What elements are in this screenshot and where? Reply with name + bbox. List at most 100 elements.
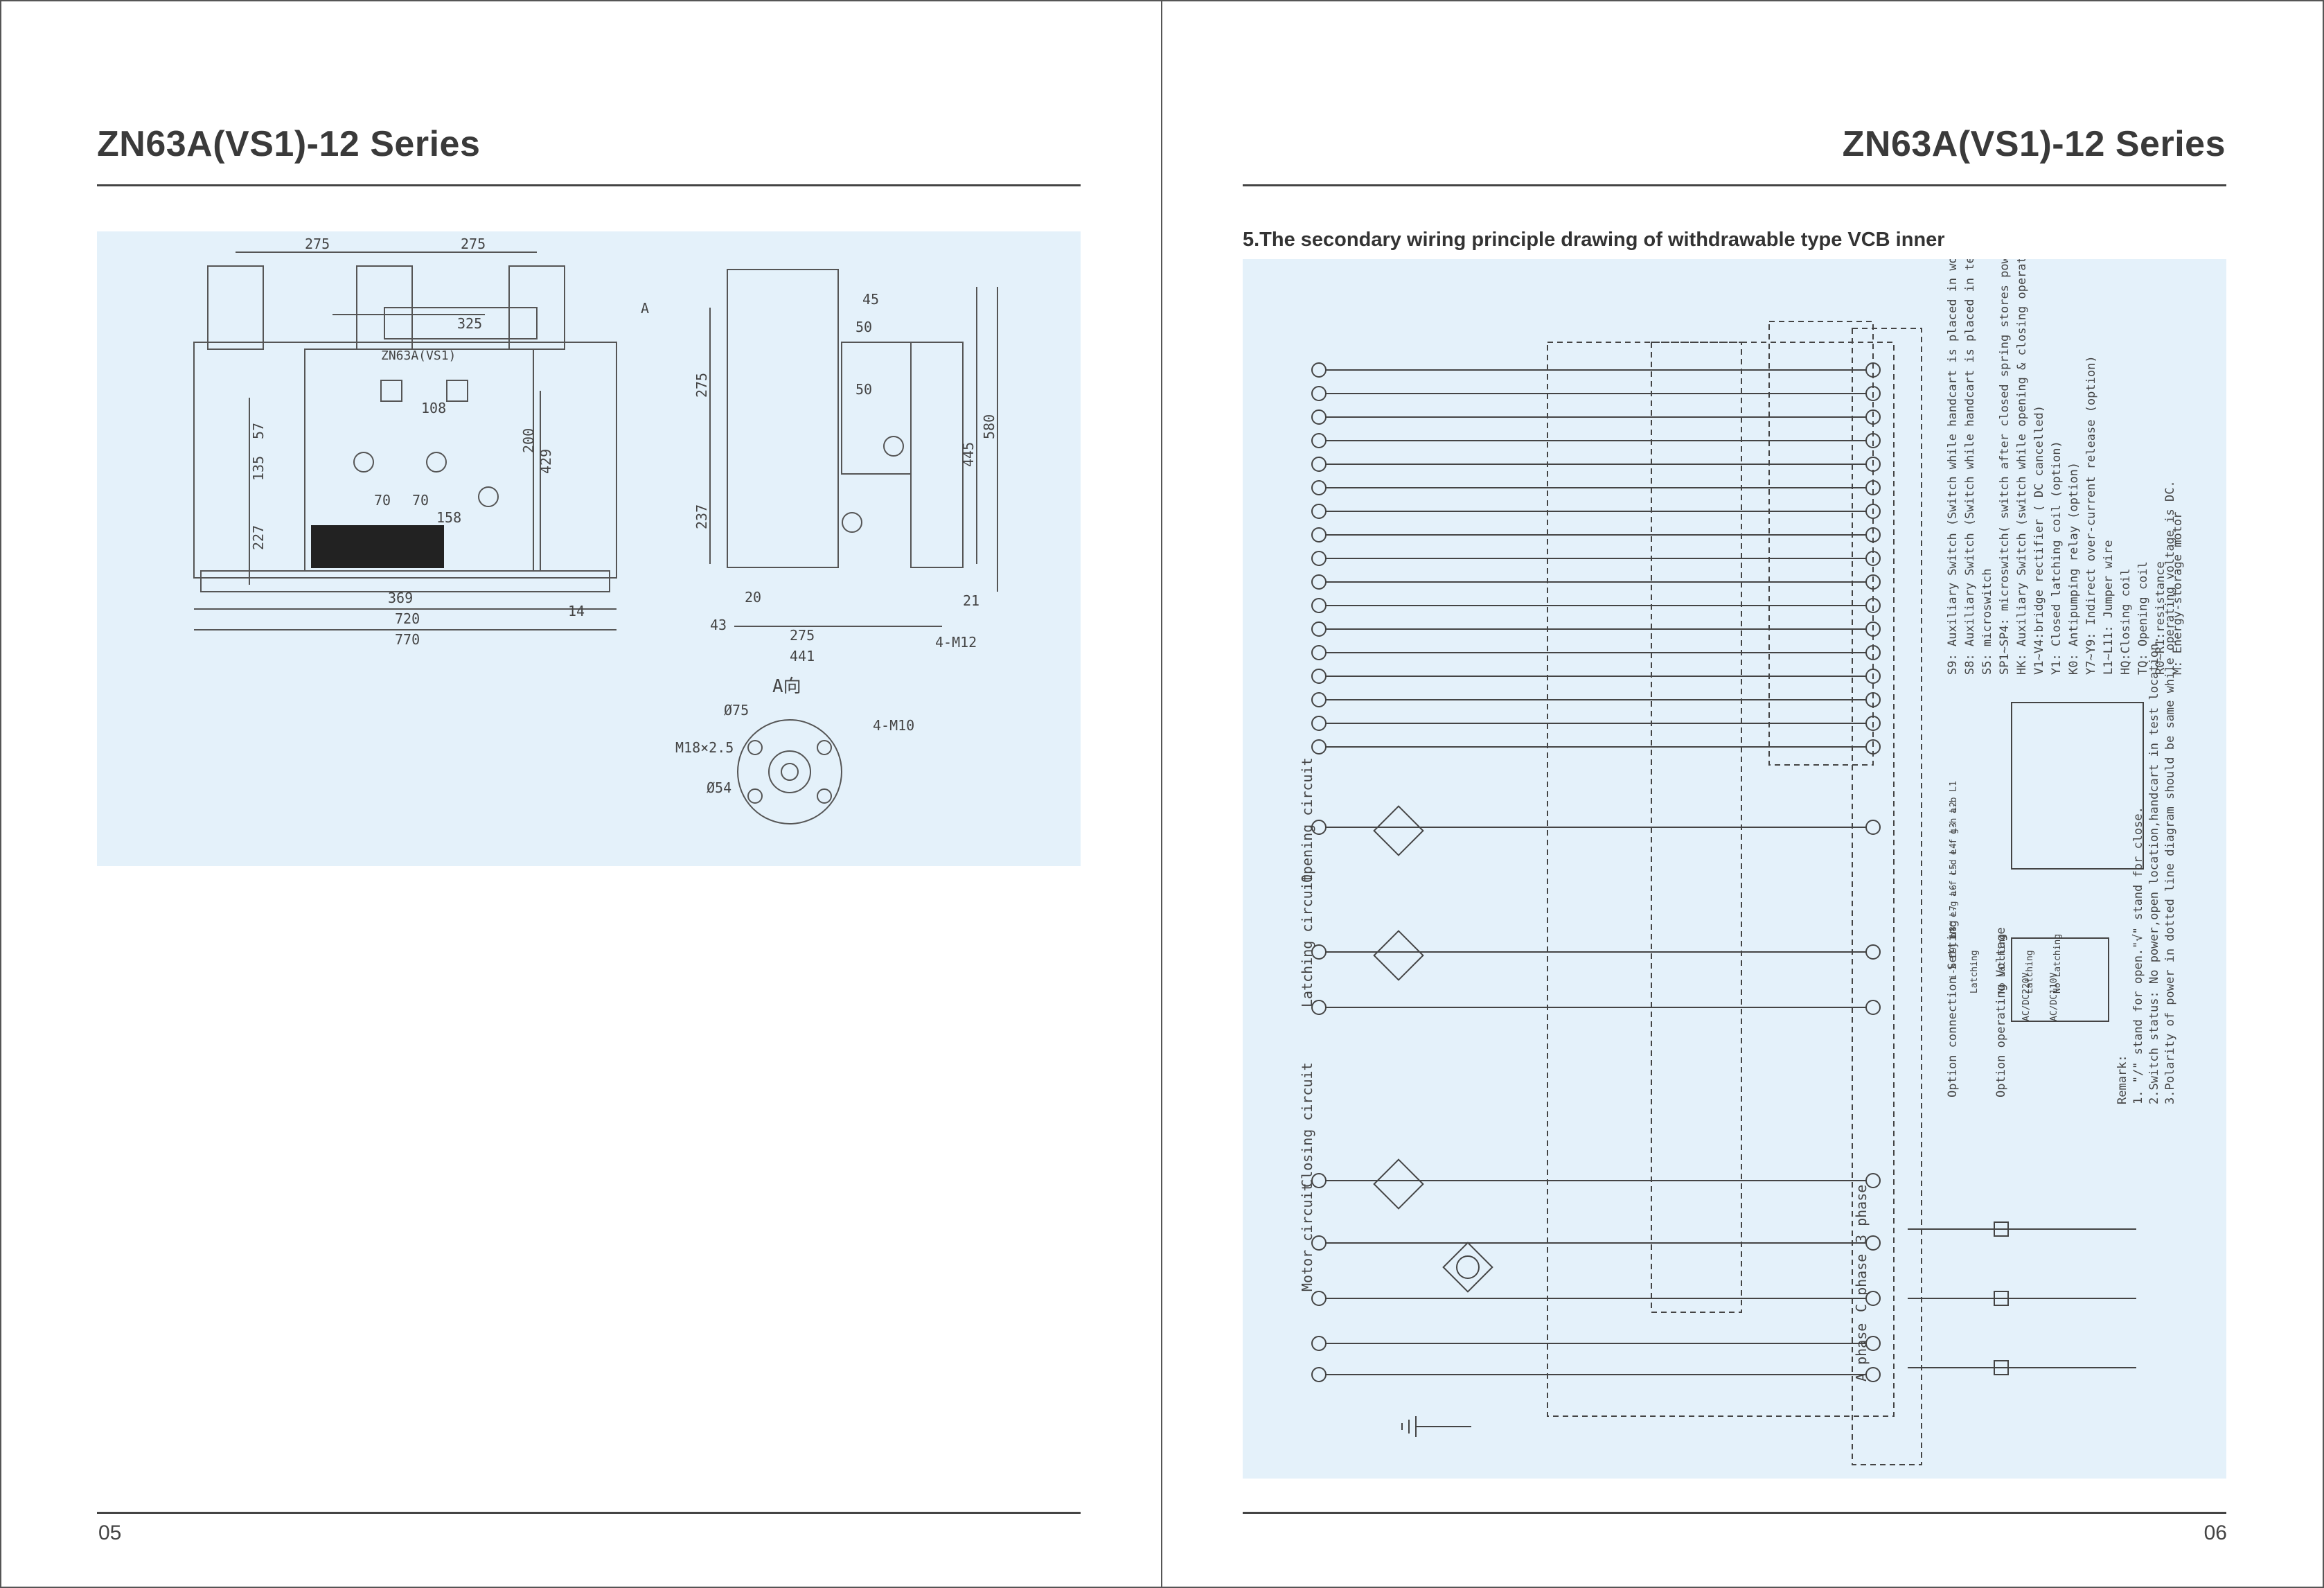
page-title: ZN63A(VS1)-12 Series bbox=[97, 124, 481, 164]
terminal-node bbox=[1311, 739, 1327, 755]
terminal-node bbox=[1311, 1336, 1327, 1351]
terminal-node bbox=[1865, 1291, 1881, 1306]
dim-429: 429 bbox=[538, 449, 554, 474]
terminal-node bbox=[1311, 1000, 1327, 1015]
legend-line: TQ: Opening coil bbox=[2136, 561, 2150, 675]
dimension-drawing-panel: 275 275 325 108 ZN63A(VS1) 70 70 158 369… bbox=[97, 231, 1081, 866]
dim-158: 158 bbox=[436, 509, 461, 526]
dimension-drawing: 275 275 325 108 ZN63A(VS1) 70 70 158 369… bbox=[193, 236, 998, 824]
terminal-node bbox=[1865, 944, 1881, 960]
terminal-node bbox=[1311, 527, 1327, 542]
release-y7 bbox=[1994, 1360, 2009, 1375]
legend-line: HK: Auxiliary Switch (switch while openi… bbox=[2015, 259, 2029, 675]
voltage-row: AC/DC110V bbox=[2049, 972, 2059, 1021]
terminal-node bbox=[1311, 504, 1327, 519]
dim-720: 720 bbox=[395, 610, 420, 627]
connection-columns: a-b L1 g-h L2 e-f L3 c-d L4 a-f L5 e-g L… bbox=[1949, 781, 1959, 980]
dim-45: 45 bbox=[862, 291, 879, 308]
label-closing-circuit: Closing circuit bbox=[1299, 1062, 1315, 1188]
label-latching-circuit: Latching circuit bbox=[1299, 874, 1315, 1007]
terminal-node bbox=[1865, 1000, 1881, 1015]
terminal-node bbox=[1865, 1367, 1881, 1382]
terminal-node bbox=[1865, 1336, 1881, 1351]
dim-275-side: 275 bbox=[790, 627, 815, 644]
terminal-node bbox=[1311, 645, 1327, 660]
terminal-node bbox=[1311, 1173, 1327, 1188]
terminal-node bbox=[1311, 362, 1327, 378]
page-number: 05 bbox=[98, 1521, 122, 1544]
rectifier-v2 bbox=[1373, 1158, 1424, 1210]
connection-column: f-j L8 bbox=[1949, 926, 1959, 959]
legend-line: SP1~SP4: microswitch( switch after close… bbox=[1998, 259, 2012, 675]
footer-rule bbox=[97, 1512, 1081, 1514]
remark-line: 2.Switch status: No power,open location,… bbox=[2147, 636, 2161, 1104]
dotted-frame-s8-s9 bbox=[1768, 321, 1874, 766]
left-page: ZN63A(VS1)-12 Series bbox=[97, 124, 1081, 1544]
terminal-node bbox=[1311, 409, 1327, 425]
dim-200: 200 bbox=[520, 428, 537, 453]
dotted-frame-hk bbox=[1651, 342, 1742, 1313]
voltage-table-title: Option operating Voltage bbox=[1994, 927, 2008, 1097]
release-y9 bbox=[1994, 1221, 2009, 1237]
connection-column: e-g L6 bbox=[1949, 885, 1959, 917]
terminal-node bbox=[1311, 820, 1327, 835]
dotted-frame-plug bbox=[1852, 328, 1922, 1465]
remark-line: Remark: bbox=[2115, 1055, 2129, 1104]
wire-group bbox=[1311, 362, 1881, 1382]
label-3-phase: 3 phase bbox=[1853, 1185, 1870, 1243]
connection-column: a-b L1 bbox=[1949, 781, 1959, 813]
dim-580: 580 bbox=[981, 414, 997, 439]
legend-line: Y7~Y9: Indirect over-current release (op… bbox=[2084, 355, 2098, 675]
dim-57: 57 bbox=[250, 423, 267, 439]
connection-row: Latching bbox=[2025, 950, 2035, 994]
legend-line: S5: microswitch bbox=[1980, 568, 1994, 675]
terminal-node bbox=[1865, 1173, 1881, 1188]
legend-line: K0: Antipumping relay (option) bbox=[2067, 462, 2081, 675]
label-a-phase: A phase bbox=[1853, 1323, 1870, 1382]
dim-phi54: Ø54 bbox=[707, 779, 731, 796]
voltage-table-frame bbox=[2011, 937, 2109, 1022]
terminal-node bbox=[1311, 1235, 1327, 1251]
legend: S9: Auxiliary Switch (Switch while handc… bbox=[1946, 171, 2185, 675]
wiring-diagram-panel: Opening circuit Latching circuit Closing… bbox=[1243, 171, 2226, 1479]
dim-70a: 70 bbox=[374, 492, 391, 509]
dim-275b: 275 bbox=[461, 236, 486, 252]
terminal-node bbox=[1311, 1367, 1327, 1382]
remark-line: 1. "/" stand for open."√" stand for clos… bbox=[2131, 806, 2145, 1104]
terminal-node bbox=[1311, 716, 1327, 731]
dim-14: 14 bbox=[568, 603, 585, 619]
connection-column: b-c L7 bbox=[1949, 906, 1959, 938]
dim-phi75: Ø75 bbox=[724, 702, 749, 718]
terminal-node bbox=[1311, 480, 1327, 495]
terminal-node bbox=[1311, 551, 1327, 566]
terminal-node bbox=[1311, 944, 1327, 960]
model-label: ZN63A(VS1) bbox=[381, 349, 456, 363]
pole-1 bbox=[207, 265, 264, 350]
legend-line: L1~L11: Jumper wire bbox=[2102, 540, 2115, 675]
connection-row: No Latching bbox=[1997, 934, 2007, 994]
header-rule bbox=[1243, 184, 2226, 186]
legend-line: HQ:Closing coil bbox=[2119, 568, 2133, 675]
connection-table-frame bbox=[2011, 702, 2144, 870]
dim-70b: 70 bbox=[412, 492, 429, 509]
rectifier-v1 bbox=[1442, 1242, 1493, 1293]
dim-4-m10: 4-M10 bbox=[873, 717, 914, 734]
dim-43: 43 bbox=[710, 617, 727, 633]
legend-line: S9: Auxiliary Switch (Switch while handc… bbox=[1946, 259, 1960, 675]
dim-50a: 50 bbox=[855, 319, 872, 335]
right-page: ZN63A(VS1)-12 Series 5.The secondary wir… bbox=[1162, 0, 2324, 1588]
terminal-node bbox=[1311, 621, 1327, 637]
connection-row: Latching bbox=[1969, 950, 1980, 994]
connection-column: a-f L5 bbox=[1949, 864, 1959, 897]
dim-m18: M18×2.5 bbox=[675, 739, 734, 756]
terminal-node bbox=[1311, 1291, 1327, 1306]
terminal-node bbox=[1311, 574, 1327, 590]
wiring-diagram: Opening circuit Latching circuit Closing… bbox=[1299, 171, 2185, 1465]
arrow-label-a: A bbox=[641, 300, 649, 317]
rectifier-v3 bbox=[1373, 805, 1424, 856]
motor-m bbox=[1456, 1255, 1480, 1279]
dim-237: 237 bbox=[693, 504, 710, 529]
dim-50b: 50 bbox=[855, 381, 872, 398]
footer-rule bbox=[1243, 1512, 2226, 1514]
header-rule bbox=[97, 184, 1081, 186]
